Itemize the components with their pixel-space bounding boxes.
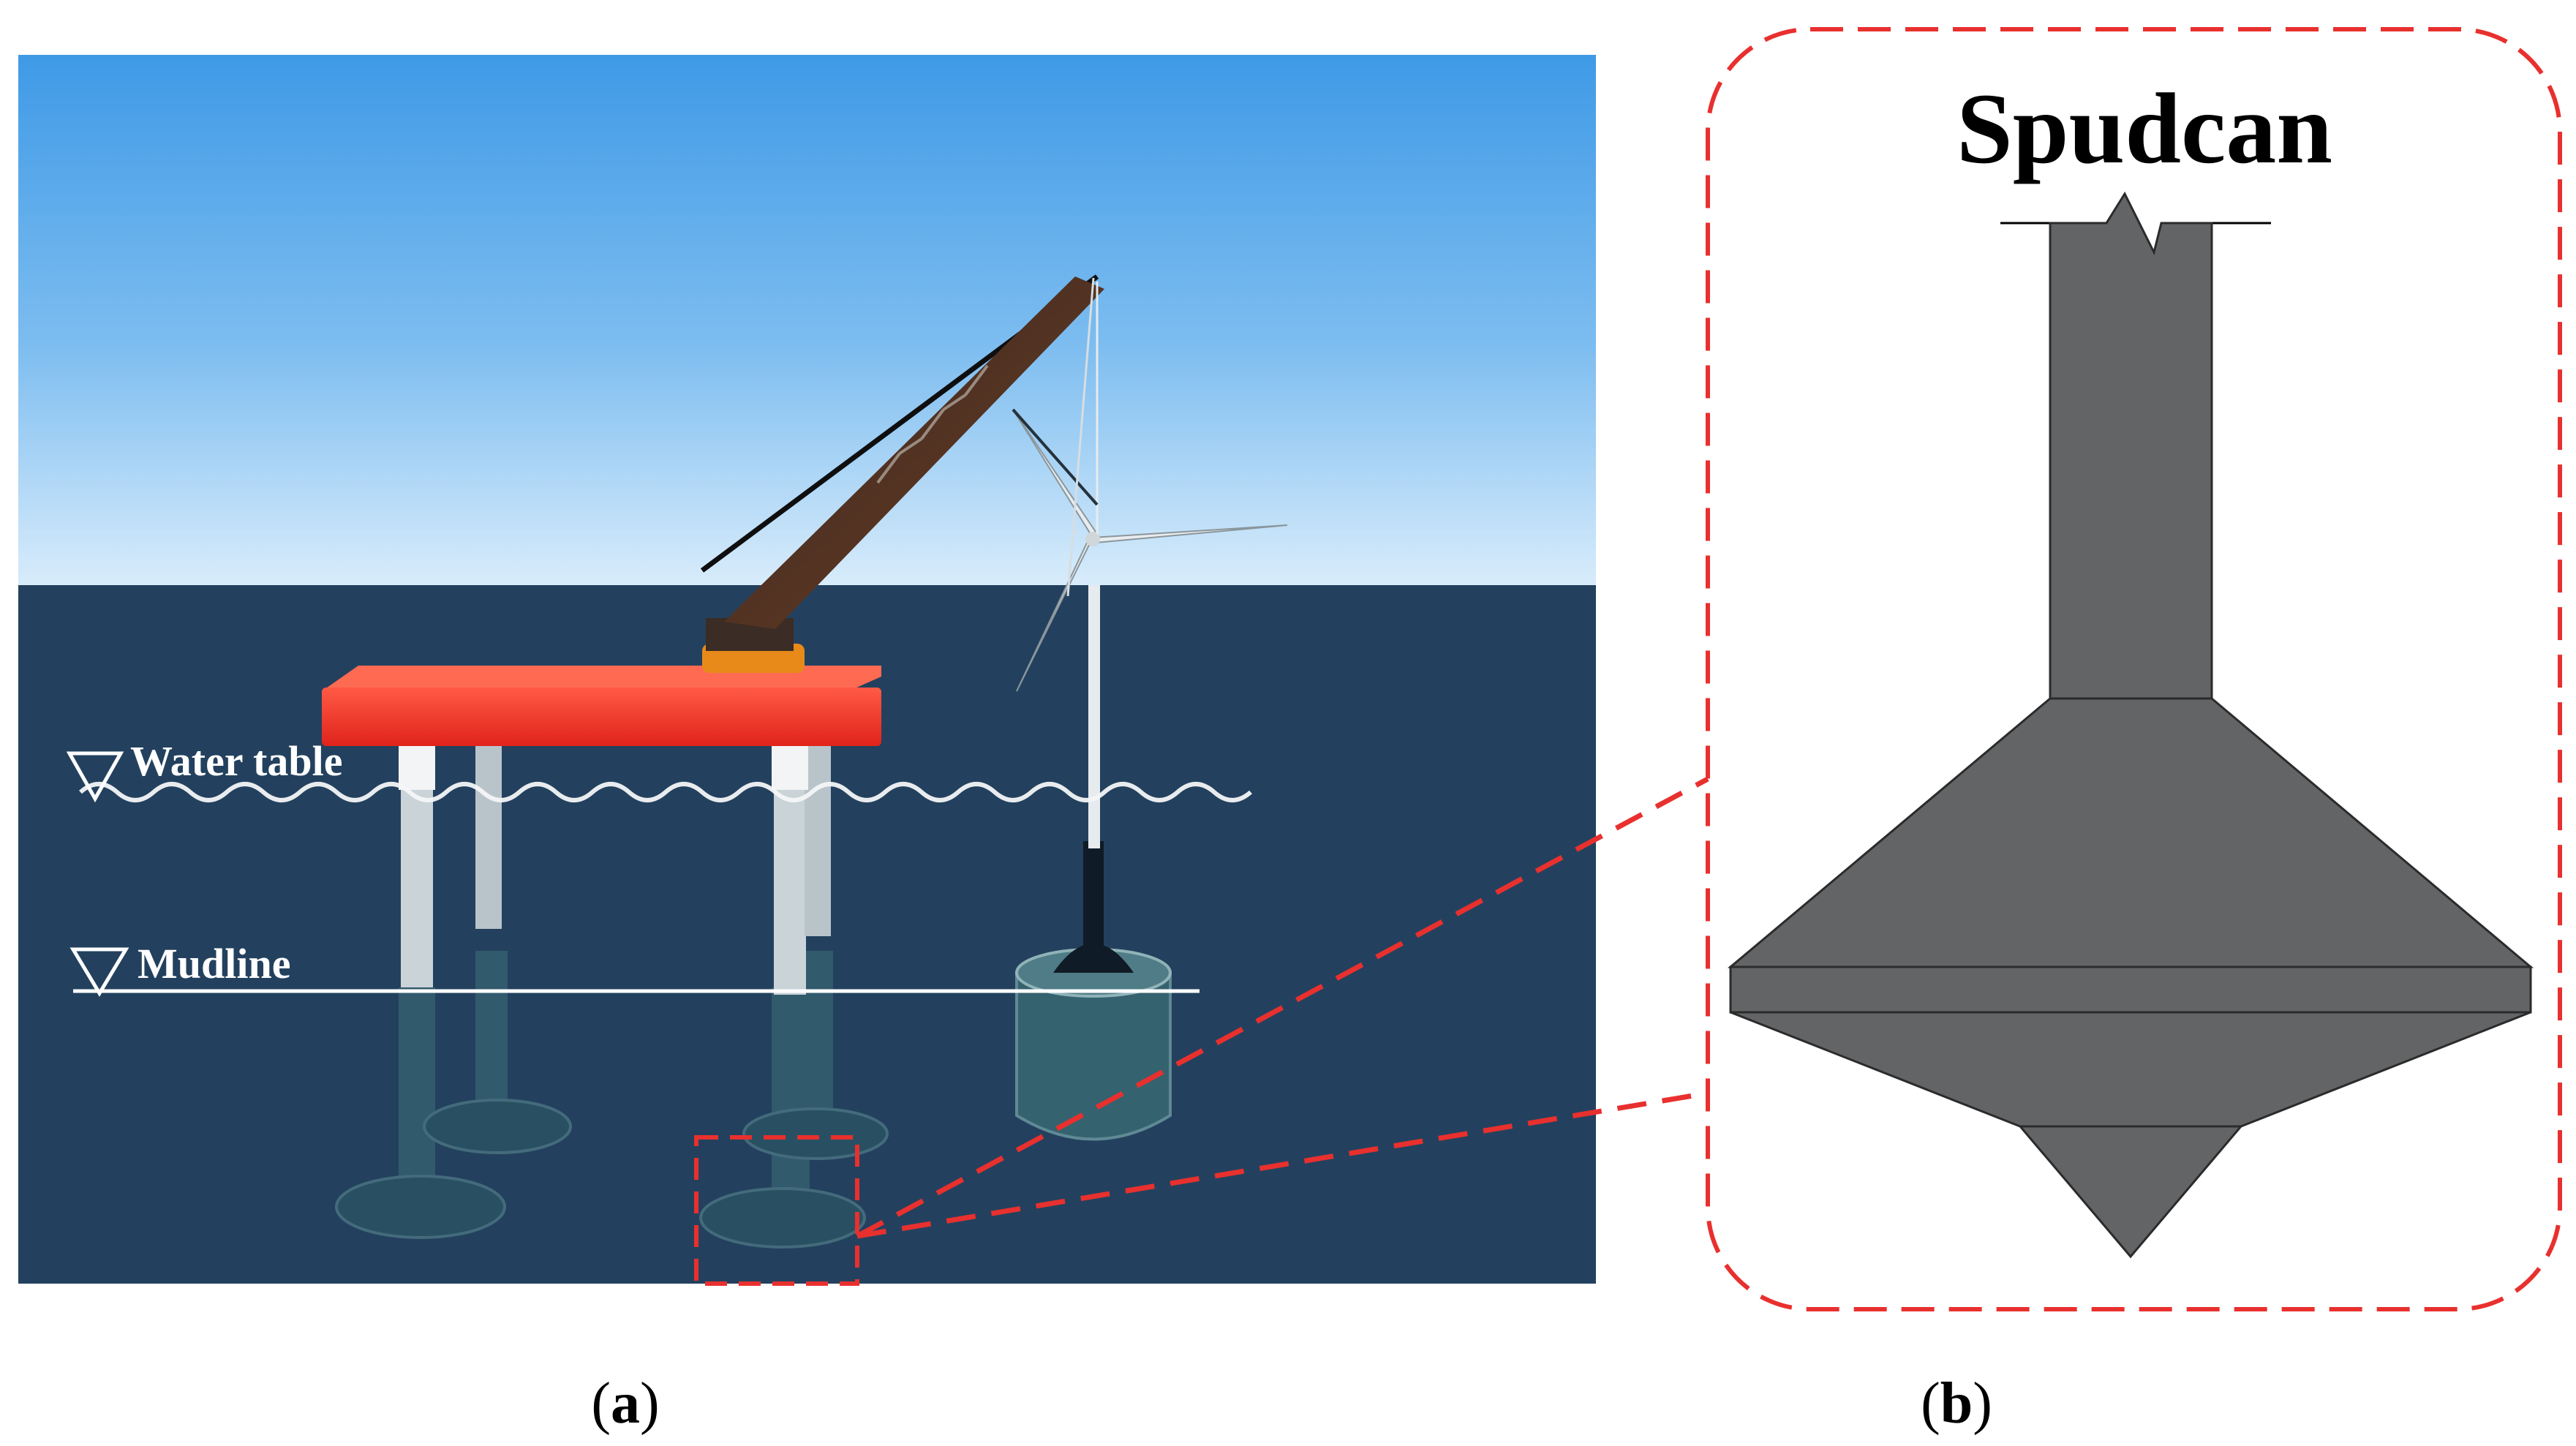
spudcan-title: Spudcan: [1957, 72, 2332, 184]
spudcan-submerged: [335, 1175, 506, 1239]
submerged-legs: [335, 951, 889, 1249]
spudcan-lower-cone: [1730, 1011, 2531, 1128]
caption-a-open: (: [591, 1371, 611, 1436]
spudcan-shaft: [2049, 191, 2213, 700]
spudcan-drawing: [1727, 191, 2534, 1259]
sky: [18, 55, 1596, 585]
panel-b-spudcan: Spudcan: [1706, 27, 2562, 1311]
tower: [1088, 585, 1100, 848]
jackup-platform: [322, 666, 881, 746]
caption-a-close: ): [640, 1371, 660, 1436]
spudcan-upper-cone: [1727, 697, 2534, 968]
monopile: [1015, 585, 1172, 1141]
crane-hoist-sling: [1012, 408, 1099, 506]
leg-submerged: [399, 987, 435, 1192]
spudcan-submerged: [423, 1099, 572, 1154]
leg: [475, 746, 502, 929]
water-table-line: [79, 782, 1252, 802]
mudline-symbol: [69, 947, 129, 997]
spudcan-rim: [1729, 965, 2532, 1014]
caption-b-close: ): [1973, 1371, 1992, 1436]
spudcan-submerged: [699, 1187, 866, 1249]
zoom-frame: [1706, 27, 2562, 1311]
caption-b: (b): [1921, 1371, 1992, 1436]
spudcan-tip: [2017, 1125, 2244, 1259]
leg-submerged: [801, 951, 833, 1119]
leg-submerged: [475, 951, 508, 1119]
caption-a: (a): [591, 1371, 659, 1436]
leg-collar: [399, 746, 435, 790]
crane-pendant: [1066, 277, 1095, 597]
leg-collar: [772, 746, 808, 790]
water-table-label: Water table: [130, 737, 342, 785]
zoom-connectors: [856, 776, 1709, 1239]
crane-boom: [724, 276, 1104, 629]
jackup-legs: [399, 746, 831, 995]
spudcan-submerged: [742, 1107, 889, 1160]
caption-b-open: (: [1921, 1371, 1940, 1436]
boom-lattice: [876, 364, 989, 484]
tower-lower: [1083, 841, 1104, 965]
spudcan-highlight-box: [694, 1135, 859, 1286]
caption-b-letter: b: [1940, 1371, 1973, 1436]
monopile-body: [1015, 971, 1172, 1141]
hub: [1085, 532, 1100, 546]
mudline-label: Mudline: [138, 940, 291, 987]
connector-upper: [856, 776, 1709, 1239]
platform-deck: [322, 688, 881, 746]
water-table-symbol: [66, 751, 124, 803]
panel-a-scene: Water table Mudline: [18, 55, 1596, 1286]
leg: [805, 746, 831, 936]
caption-a-letter: a: [611, 1371, 640, 1436]
crane: [700, 274, 1104, 673]
connector-lower: [856, 1093, 1694, 1239]
